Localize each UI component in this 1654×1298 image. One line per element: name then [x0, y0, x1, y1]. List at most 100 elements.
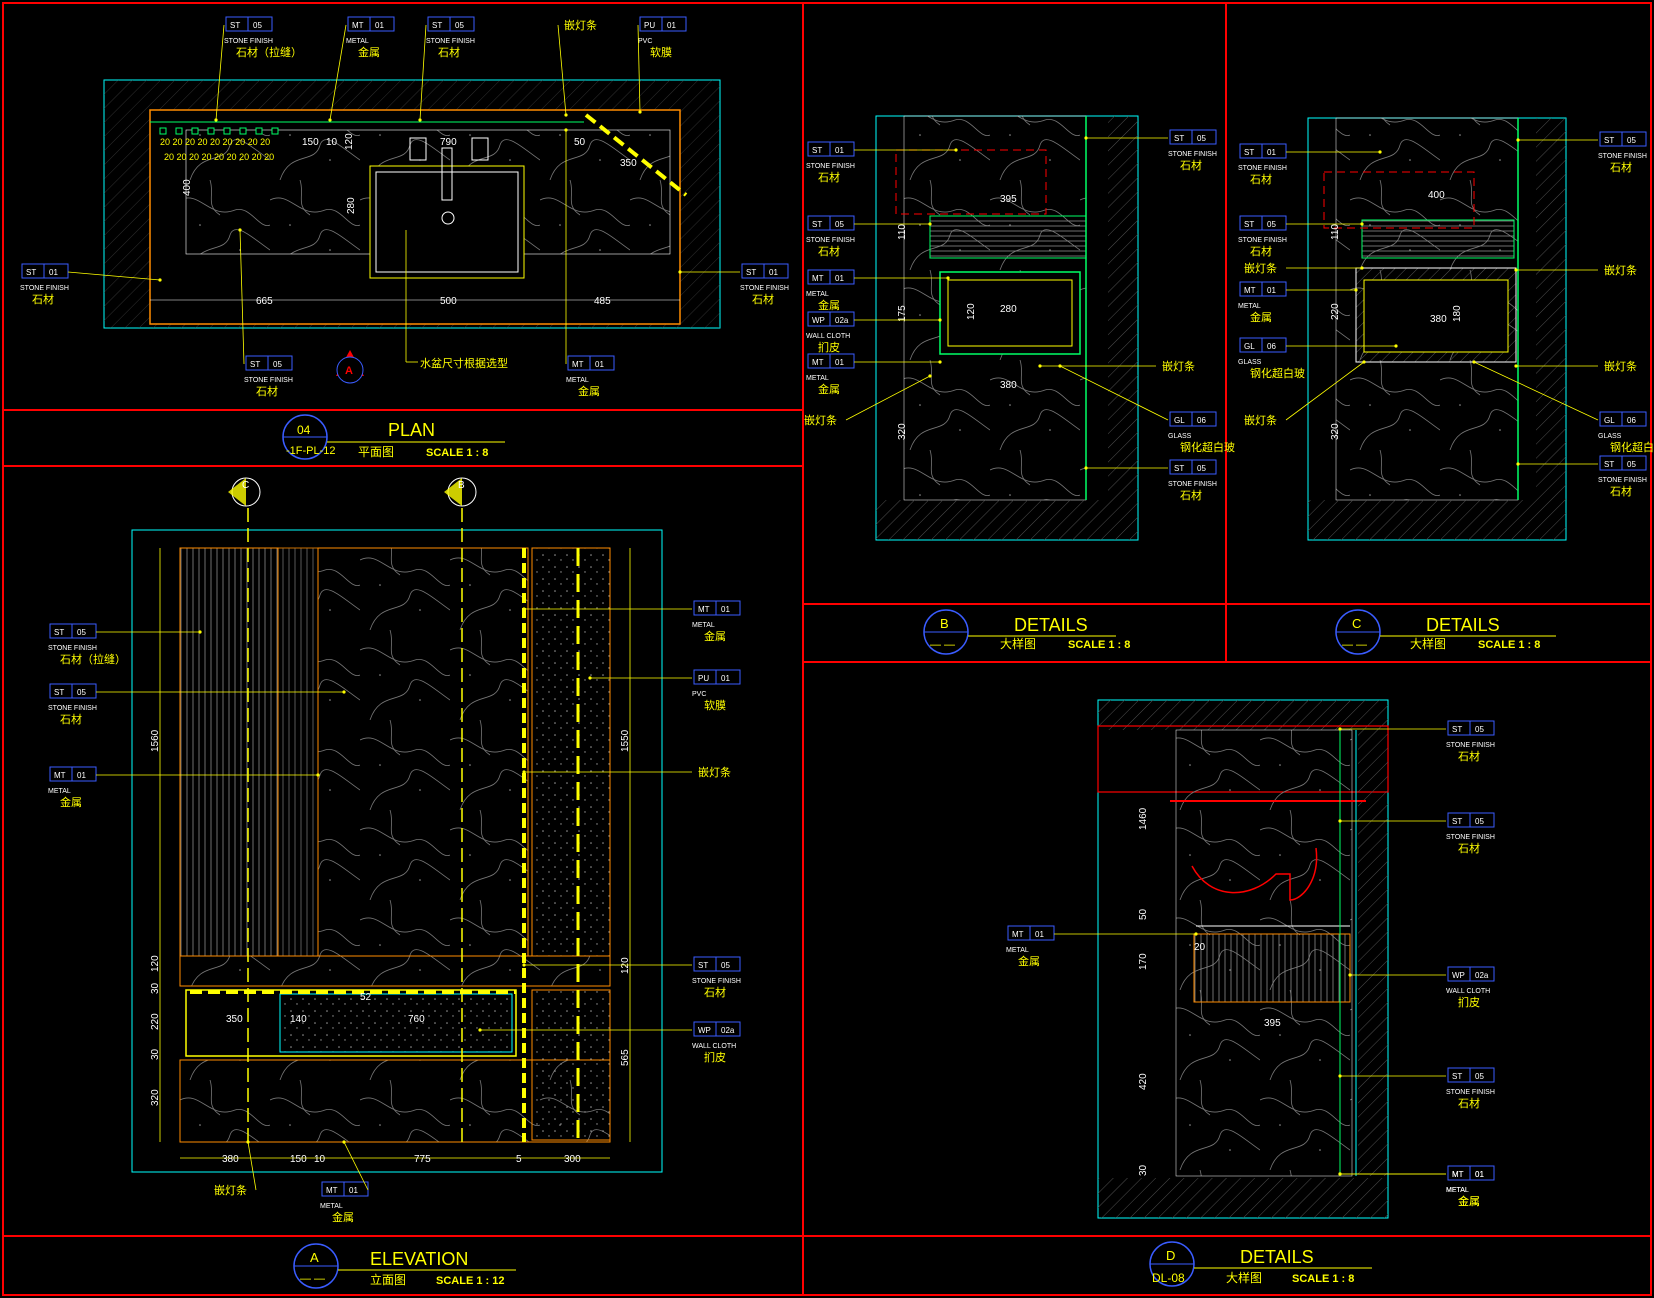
elev-section-marker-c: C [228, 477, 261, 507]
svg-text:220: 220 [1330, 303, 1341, 320]
tag-num: 02a [721, 1026, 735, 1035]
tag-cn: 扪皮 [818, 340, 840, 354]
tag-cn: 金属 [60, 795, 82, 809]
svg-text:SCALE 1 : 8: SCALE 1 : 8 [1478, 639, 1540, 651]
svg-text:320: 320 [897, 423, 908, 440]
tag-num: 05 [455, 21, 464, 30]
tag-leader-dot [522, 963, 526, 967]
tag-num-box [267, 355, 293, 371]
tag-cn: 钢化超白玻 [1180, 440, 1235, 454]
tag-num-box [1191, 411, 1217, 427]
tag-num: 05 [835, 220, 844, 229]
svg-text:420: 420 [1138, 1073, 1149, 1090]
tag-en: PVC [638, 38, 652, 45]
tag-code: MT [812, 358, 824, 367]
tag-num: 01 [835, 274, 844, 283]
tag-num-box [715, 1021, 741, 1037]
svg-text:C: C [1352, 616, 1361, 631]
tag-code: MT [1012, 930, 1024, 939]
tag-cn: 金属 [1250, 310, 1272, 324]
svg-text:380: 380 [1000, 380, 1017, 391]
tag-code: MT [1452, 1170, 1464, 1179]
tag-en: STONE FINISH [692, 978, 741, 985]
tag-en: STONE FINISH [244, 377, 293, 384]
tag-code: ST [54, 628, 64, 637]
tag-cn: 石材 [1458, 749, 1480, 763]
plan-dim-120: 120 [344, 133, 355, 150]
tag-code: MT [1244, 286, 1256, 295]
tag-leader-dot [1338, 1074, 1342, 1078]
tag-cn: 扪皮 [1458, 995, 1480, 1009]
tag-en: STONE FINISH [426, 38, 475, 45]
svg-text:10: 10 [314, 1154, 326, 1165]
tag-cn: 石材 [752, 292, 774, 306]
plan-dim-10: 10 [326, 137, 338, 148]
tag-leader-dot [522, 770, 526, 774]
tag-code: GL [1244, 342, 1255, 351]
tag-cn: 石材 [1458, 841, 1480, 855]
elevation-view: 1560 1550 120 30 220 30 320 120 565 380 … [131, 477, 663, 1173]
tag-cn: 石材 [704, 985, 726, 999]
tag-leader [343, 1141, 369, 1191]
tag-num: 06 [1197, 416, 1206, 425]
tag-leader-dot [1038, 364, 1042, 368]
material-tag: 嵌灯条 [1514, 359, 1637, 373]
tag-num-box [715, 600, 741, 616]
tag-code: ST [1604, 136, 1614, 145]
tag-num-box [1469, 1165, 1495, 1181]
plan-basin-outer [369, 165, 525, 279]
tag-cn: 石材 [1180, 158, 1202, 172]
tag-code: ST [1244, 148, 1254, 157]
tag-code: MT [326, 1186, 338, 1195]
detail-d-title: DETAILS [1240, 1247, 1314, 1267]
tag-leader-dot [1472, 360, 1476, 364]
detail-b-view: 395 280 380 110 175 320 120 [875, 115, 1139, 541]
tag-cn: 金属 [1458, 1194, 1480, 1208]
tag-num: 05 [77, 628, 86, 637]
detail-b-drawer [929, 215, 1087, 259]
tag-cn: 嵌灯条 [1604, 359, 1637, 373]
detail-b-title: DETAILS [1014, 615, 1088, 635]
svg-text:395: 395 [1264, 1018, 1281, 1029]
tag-leader [419, 24, 427, 121]
tag-num: 05 [1627, 136, 1636, 145]
svg-text:565: 565 [620, 1049, 631, 1066]
plan-scale: SCALE 1 : 8 [426, 447, 488, 459]
detail-d-view: 1460 50 170 420 30 395 20 [1097, 699, 1389, 1219]
svg-text:SCALE 1 : 12: SCALE 1 : 12 [436, 1275, 504, 1287]
tag-en: STONE FINISH [1446, 834, 1495, 841]
tag-en: STONE FINISH [1168, 481, 1217, 488]
tag-num: 01 [835, 358, 844, 367]
tag-leader-dot [588, 676, 592, 680]
tag-en: STONE FINISH [1238, 165, 1287, 172]
tag-leader-dot [678, 270, 682, 274]
svg-text:760: 760 [408, 1014, 425, 1025]
svg-text:50: 50 [1138, 908, 1149, 920]
tag-leader-dot [928, 374, 932, 378]
tag-num-box [1261, 337, 1287, 353]
material-tag: 嵌灯条 [522, 765, 731, 779]
plan-dim-150: 150 [302, 137, 319, 148]
material-tag: 嵌灯条 [1244, 261, 1364, 275]
tag-cn: 石材 [818, 170, 840, 184]
tag-leader-dot [1360, 266, 1364, 270]
svg-text:— —: — — [1342, 639, 1367, 651]
tag-num-box [829, 215, 855, 231]
tag-leader-dot [418, 118, 422, 122]
detail-b-glass-box [939, 271, 1081, 355]
tag-num-box [71, 683, 97, 699]
svg-text:175: 175 [897, 305, 908, 322]
plan-dim-400: 400 [182, 179, 193, 196]
tag-cn: 金属 [578, 384, 600, 398]
svg-text:120: 120 [966, 303, 977, 320]
